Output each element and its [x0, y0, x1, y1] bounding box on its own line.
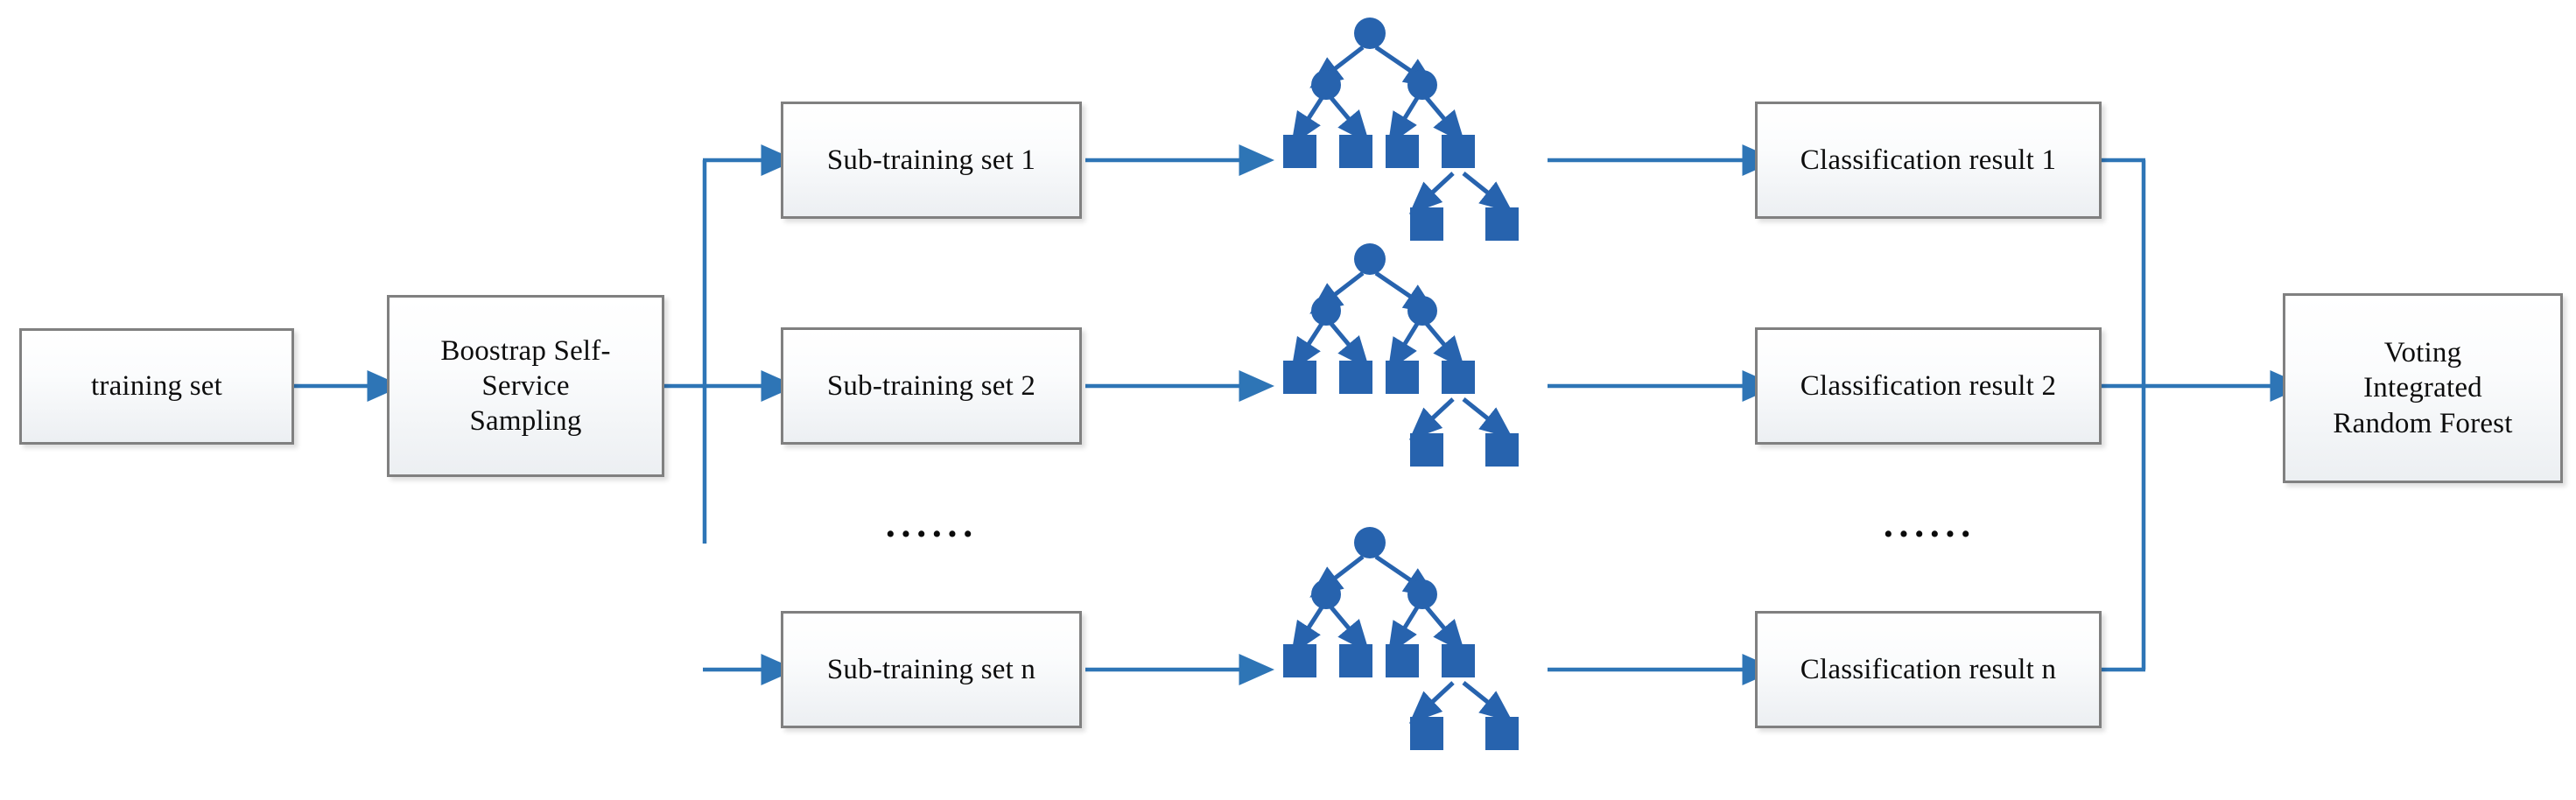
tree-n-internal-node-left — [1311, 579, 1341, 609]
ellipsis-classification: ······ — [1882, 512, 1975, 557]
tree-n-leaf-2 — [1339, 644, 1372, 677]
box-classification-result-2-label: Classification result 2 — [1800, 369, 2057, 402]
merge-bus — [2100, 158, 2146, 672]
tree-n-leaf-1 — [1283, 644, 1316, 677]
tree-n-leaf-5 — [1410, 717, 1443, 750]
ellipsis-sub-training: ······ — [884, 512, 977, 557]
tree-n-leaf-6 — [1485, 717, 1519, 750]
tree-2-leaf-1 — [1283, 361, 1316, 394]
tree-n-leaf-4 — [1442, 644, 1475, 677]
tree-1-internal-node-left — [1311, 70, 1341, 100]
tree-n-root-node — [1354, 527, 1386, 558]
tree-1-leaf-5 — [1410, 207, 1443, 241]
box-sub-training-set-2[interactable]: Sub-training set 2 — [781, 327, 1082, 445]
tree-2-leaf-4 — [1442, 361, 1475, 394]
ellipsis-sub-training-label: ······ — [883, 512, 978, 556]
tree-1-leaf-1 — [1283, 135, 1316, 168]
bootstrap-line-3: Sampling — [469, 405, 582, 438]
voting-line-3: Random Forest — [2333, 407, 2513, 439]
tree-1-leaf-2 — [1339, 135, 1372, 168]
tree-2-leaf-3 — [1386, 361, 1419, 394]
bootstrap-line-1: Boostrap Self- — [440, 334, 611, 367]
tree-n-edges — [1291, 554, 1513, 724]
box-sub-training-set-1-label: Sub-training set 1 — [826, 144, 1036, 176]
box-sub-training-set-n[interactable]: Sub-training set n — [781, 611, 1082, 728]
tree-2-internal-nodes — [1311, 243, 1437, 326]
tree-2-leaf-5 — [1410, 433, 1443, 467]
box-voting-integrated-random-forest[interactable]: Voting Integrated Random Forest — [2283, 293, 2563, 483]
tree-2-internal-node-left — [1311, 296, 1341, 326]
tree-n-internal-nodes — [1311, 527, 1437, 609]
box-bootstrap-sampling-label: Boostrap Self- Service Sampling — [430, 333, 621, 439]
tree-1-internal-nodes — [1311, 18, 1437, 100]
box-sub-training-set-2-label: Sub-training set 2 — [826, 369, 1036, 402]
decision-tree-n[interactable] — [1243, 516, 1549, 770]
tree-2-edges — [1291, 270, 1513, 440]
tree-n-internal-node-right — [1407, 579, 1437, 609]
box-sub-training-set-n-label: Sub-training set n — [826, 653, 1036, 685]
tree-2-leaf-6 — [1485, 433, 1519, 467]
box-bootstrap-sampling[interactable]: Boostrap Self- Service Sampling — [387, 295, 664, 477]
ellipsis-classification-label: ······ — [1881, 512, 1976, 556]
box-classification-result-1-label: Classification result 1 — [1800, 144, 2057, 176]
tree-1-root-node — [1354, 18, 1386, 49]
tree-1-internal-node-right — [1407, 70, 1437, 100]
tree-1-leaf-6 — [1485, 207, 1519, 241]
tree-2-leaf-2 — [1339, 361, 1372, 394]
box-classification-result-n-label: Classification result n — [1800, 653, 2057, 685]
box-voting-label: Voting Integrated Random Forest — [2322, 335, 2523, 441]
tree-1-edges — [1291, 45, 1513, 214]
decision-tree-2[interactable] — [1243, 233, 1549, 487]
tree-1-leaf-4 — [1442, 135, 1475, 168]
tree-n-leaf-nodes — [1283, 644, 1519, 750]
tree-2-root-node — [1354, 243, 1386, 275]
tree-1-leaf-3 — [1386, 135, 1419, 168]
tree-n-leaf-3 — [1386, 644, 1419, 677]
box-classification-result-1[interactable]: Classification result 1 — [1755, 102, 2102, 219]
tree-2-leaf-nodes — [1283, 361, 1519, 467]
tree-1-leaf-nodes — [1283, 135, 1519, 241]
bootstrap-line-2: Service — [481, 369, 570, 402]
box-training-set-label: training set — [91, 370, 222, 403]
box-classification-result-2[interactable]: Classification result 2 — [1755, 327, 2102, 445]
tree-2-internal-node-right — [1407, 296, 1437, 326]
decision-tree-1[interactable] — [1243, 7, 1549, 261]
box-sub-training-set-1[interactable]: Sub-training set 1 — [781, 102, 1082, 219]
voting-line-1: Voting — [2383, 337, 2462, 369]
box-classification-result-n[interactable]: Classification result n — [1755, 611, 2102, 728]
box-training-set[interactable]: training set — [19, 328, 294, 445]
voting-line-2: Integrated — [2363, 372, 2482, 404]
